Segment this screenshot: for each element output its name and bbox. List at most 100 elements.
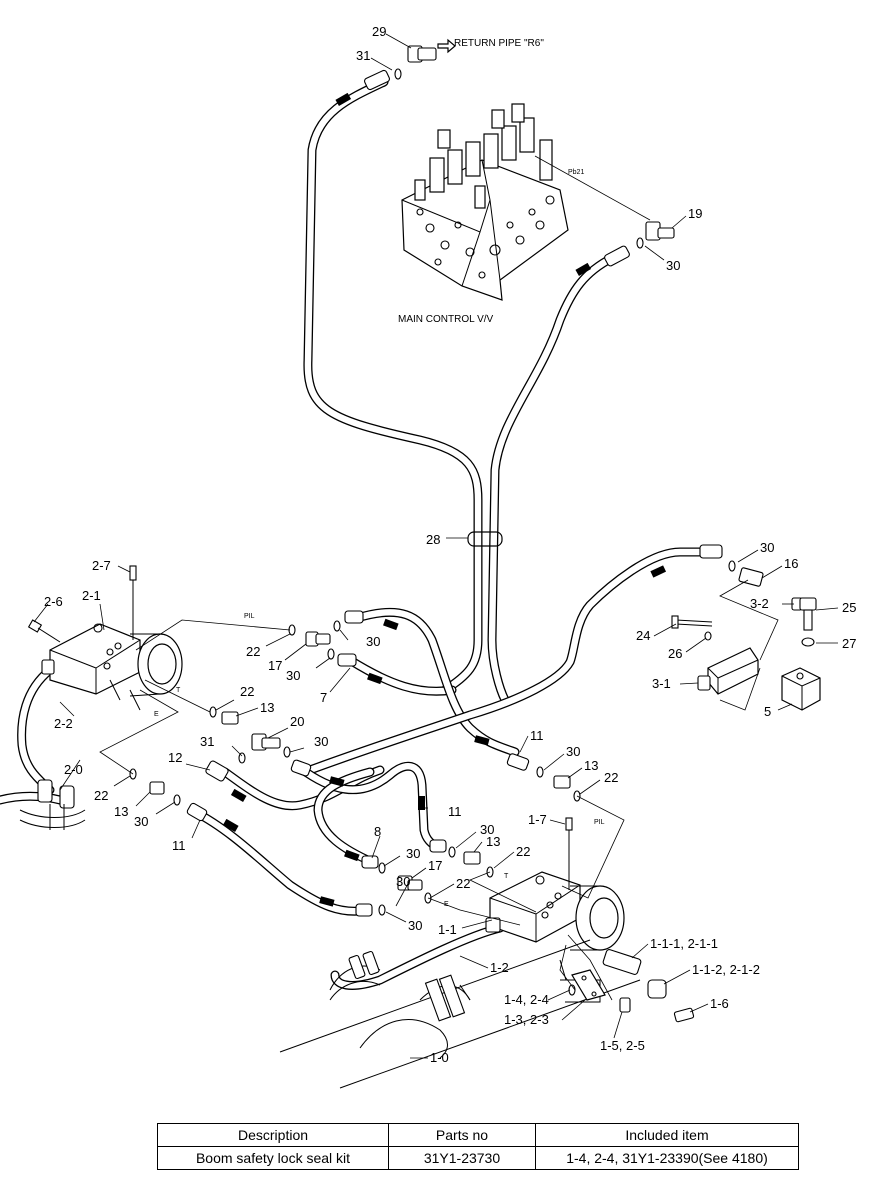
part-label-13-a: 13 (260, 700, 274, 715)
washer-27 (801, 637, 815, 647)
part-label-22-c: 22 (94, 788, 108, 803)
hose-group (0, 77, 720, 990)
hydraulic-piping-diagram: Pb21 (0, 24, 856, 1089)
part-label-17-b: 17 (428, 858, 442, 873)
pb21-label: Pb21 (568, 169, 584, 176)
part-label-30-a: 30 (286, 668, 300, 683)
table-cell-included-item: 1-4, 2-4, 31Y1-23390(See 4180) (535, 1146, 799, 1170)
part-label-26: 26 (668, 646, 682, 661)
part-label-11-left: 11 (172, 838, 186, 853)
part-label-27: 27 (842, 636, 856, 651)
part-label-8: 8 (374, 824, 381, 839)
part-label-5: 5 (764, 704, 771, 719)
parts-kit-table: Description Parts no Included item Boom … (157, 1123, 799, 1170)
part-label-30-top: 30 (666, 258, 680, 273)
hose-end-hatch-group (222, 92, 667, 907)
hose-fitting-group (186, 69, 723, 917)
part-label-12: 12 (168, 750, 182, 765)
boom-cylinder (279, 939, 641, 1089)
part-label-20: 20 (290, 714, 304, 729)
part-label-16: 16 (784, 556, 798, 571)
fittings-and-orings (129, 620, 581, 916)
table-row: Boom safety lock seal kit 31Y1-23730 1-4… (157, 1146, 799, 1170)
part-label-30-i: 30 (566, 744, 580, 759)
part-label-22-a: 22 (246, 644, 260, 659)
part-label-30-g: 30 (396, 874, 410, 889)
part-label-22-b: 22 (240, 684, 254, 699)
part-label-2-6: 2-6 (44, 594, 63, 609)
leader-lines (33, 33, 839, 1059)
part-label-17-a: 17 (268, 658, 282, 673)
connection-lines (99, 579, 779, 1001)
part-label-19: 19 (688, 206, 702, 221)
part-label-1-7: 1-7 (528, 812, 547, 827)
table-header-parts-no: Parts no (388, 1123, 536, 1147)
bolt-24 (671, 615, 713, 629)
part-label-22-e: 22 (456, 876, 470, 891)
part-label-11-right: 11 (530, 728, 544, 743)
oring-26 (704, 631, 712, 641)
elbow-fitting-19 (636, 221, 675, 249)
part-label-1-3-2-3: 1-3, 2-3 (504, 1012, 549, 1027)
part-label-22-d: 22 (516, 844, 530, 859)
part-label-29: 29 (372, 24, 386, 39)
check-valve-3 (697, 597, 803, 695)
part-label-13-c: 13 (486, 834, 500, 849)
part-label-11-mid: 11 (448, 804, 462, 819)
return-tee-fitting (394, 38, 456, 80)
hose-clamp-28 (467, 531, 503, 547)
part-label-1-1-1-2-1-1: 1-1-1, 2-1-1 (650, 936, 718, 951)
part-label-31-top: 31 (356, 48, 370, 63)
bolt-25 (799, 597, 817, 631)
main-control-valve (401, 103, 569, 301)
part-label-30-h: 30 (408, 918, 422, 933)
t-label-right: T (504, 873, 509, 880)
table-cell-description: Boom safety lock seal kit (157, 1146, 389, 1170)
part-label-7: 7 (320, 690, 327, 705)
part-label-1-4-2-4: 1-4, 2-4 (504, 992, 549, 1007)
part-label-1-6: 1-6 (710, 996, 729, 1011)
part-label-2-2: 2-2 (54, 716, 73, 731)
part-label-30-c: 30 (314, 734, 328, 749)
part-label-1-0: 1-0 (430, 1050, 449, 1065)
part-label-1-1: 1-1 (438, 922, 457, 937)
part-label-30-d: 30 (134, 814, 148, 829)
part-label-13-b: 13 (114, 804, 128, 819)
mounting-block-5 (781, 667, 821, 711)
pil-label-left: PIL (244, 613, 255, 620)
part-label-1-1-2-2-1-2: 1-1-2, 2-1-2 (692, 962, 760, 977)
part-label-2-1: 2-1 (82, 588, 101, 603)
part-label-30-e: 30 (480, 822, 494, 837)
part-label-25: 25 (842, 600, 856, 615)
part-label-3-2: 3-2 (750, 596, 769, 611)
t-label-left: T (176, 687, 181, 694)
table-cell-parts-no: 31Y1-23730 (388, 1146, 536, 1170)
diagram-labels: RETURN PIPE "R6" MAIN CONTROL V/V PIL T … (44, 24, 856, 1065)
part-label-30-f: 30 (406, 846, 420, 861)
table-header-description: Description (157, 1123, 389, 1147)
left-safety-valve-block (27, 565, 183, 711)
part-label-24: 24 (636, 628, 650, 643)
table-header-row: Description Parts no Included item (157, 1123, 799, 1147)
left-cylinder-fragment (19, 779, 86, 830)
part-label-2-7: 2-7 (92, 558, 111, 573)
adapter-16 (738, 567, 764, 587)
table-header-included-item: Included item (535, 1123, 799, 1147)
e-label-left: E (154, 711, 159, 718)
part-label-31-mid: 31 (200, 734, 214, 749)
part-label-30-right: 30 (760, 540, 774, 555)
main-control-valve-label: MAIN CONTROL V/V (398, 314, 494, 325)
part-label-30-b: 30 (366, 634, 380, 649)
part-label-28: 28 (426, 532, 440, 547)
part-label-22-f: 22 (604, 770, 618, 785)
part-label-3-1: 3-1 (652, 676, 671, 691)
cover-plate-1-3 (568, 969, 631, 1013)
pil-label-right: PIL (594, 819, 605, 826)
e-label-right: E (444, 901, 449, 908)
right-safety-valve-block (485, 817, 625, 951)
part-label-1-2: 1-2 (490, 960, 509, 975)
part-label-2-0: 2-0 (64, 762, 83, 777)
return-pipe-label: RETURN PIPE "R6" (454, 38, 544, 49)
part-label-1-5-2-5: 1-5, 2-5 (600, 1038, 645, 1053)
valve-cartridge-parts (602, 949, 695, 1023)
